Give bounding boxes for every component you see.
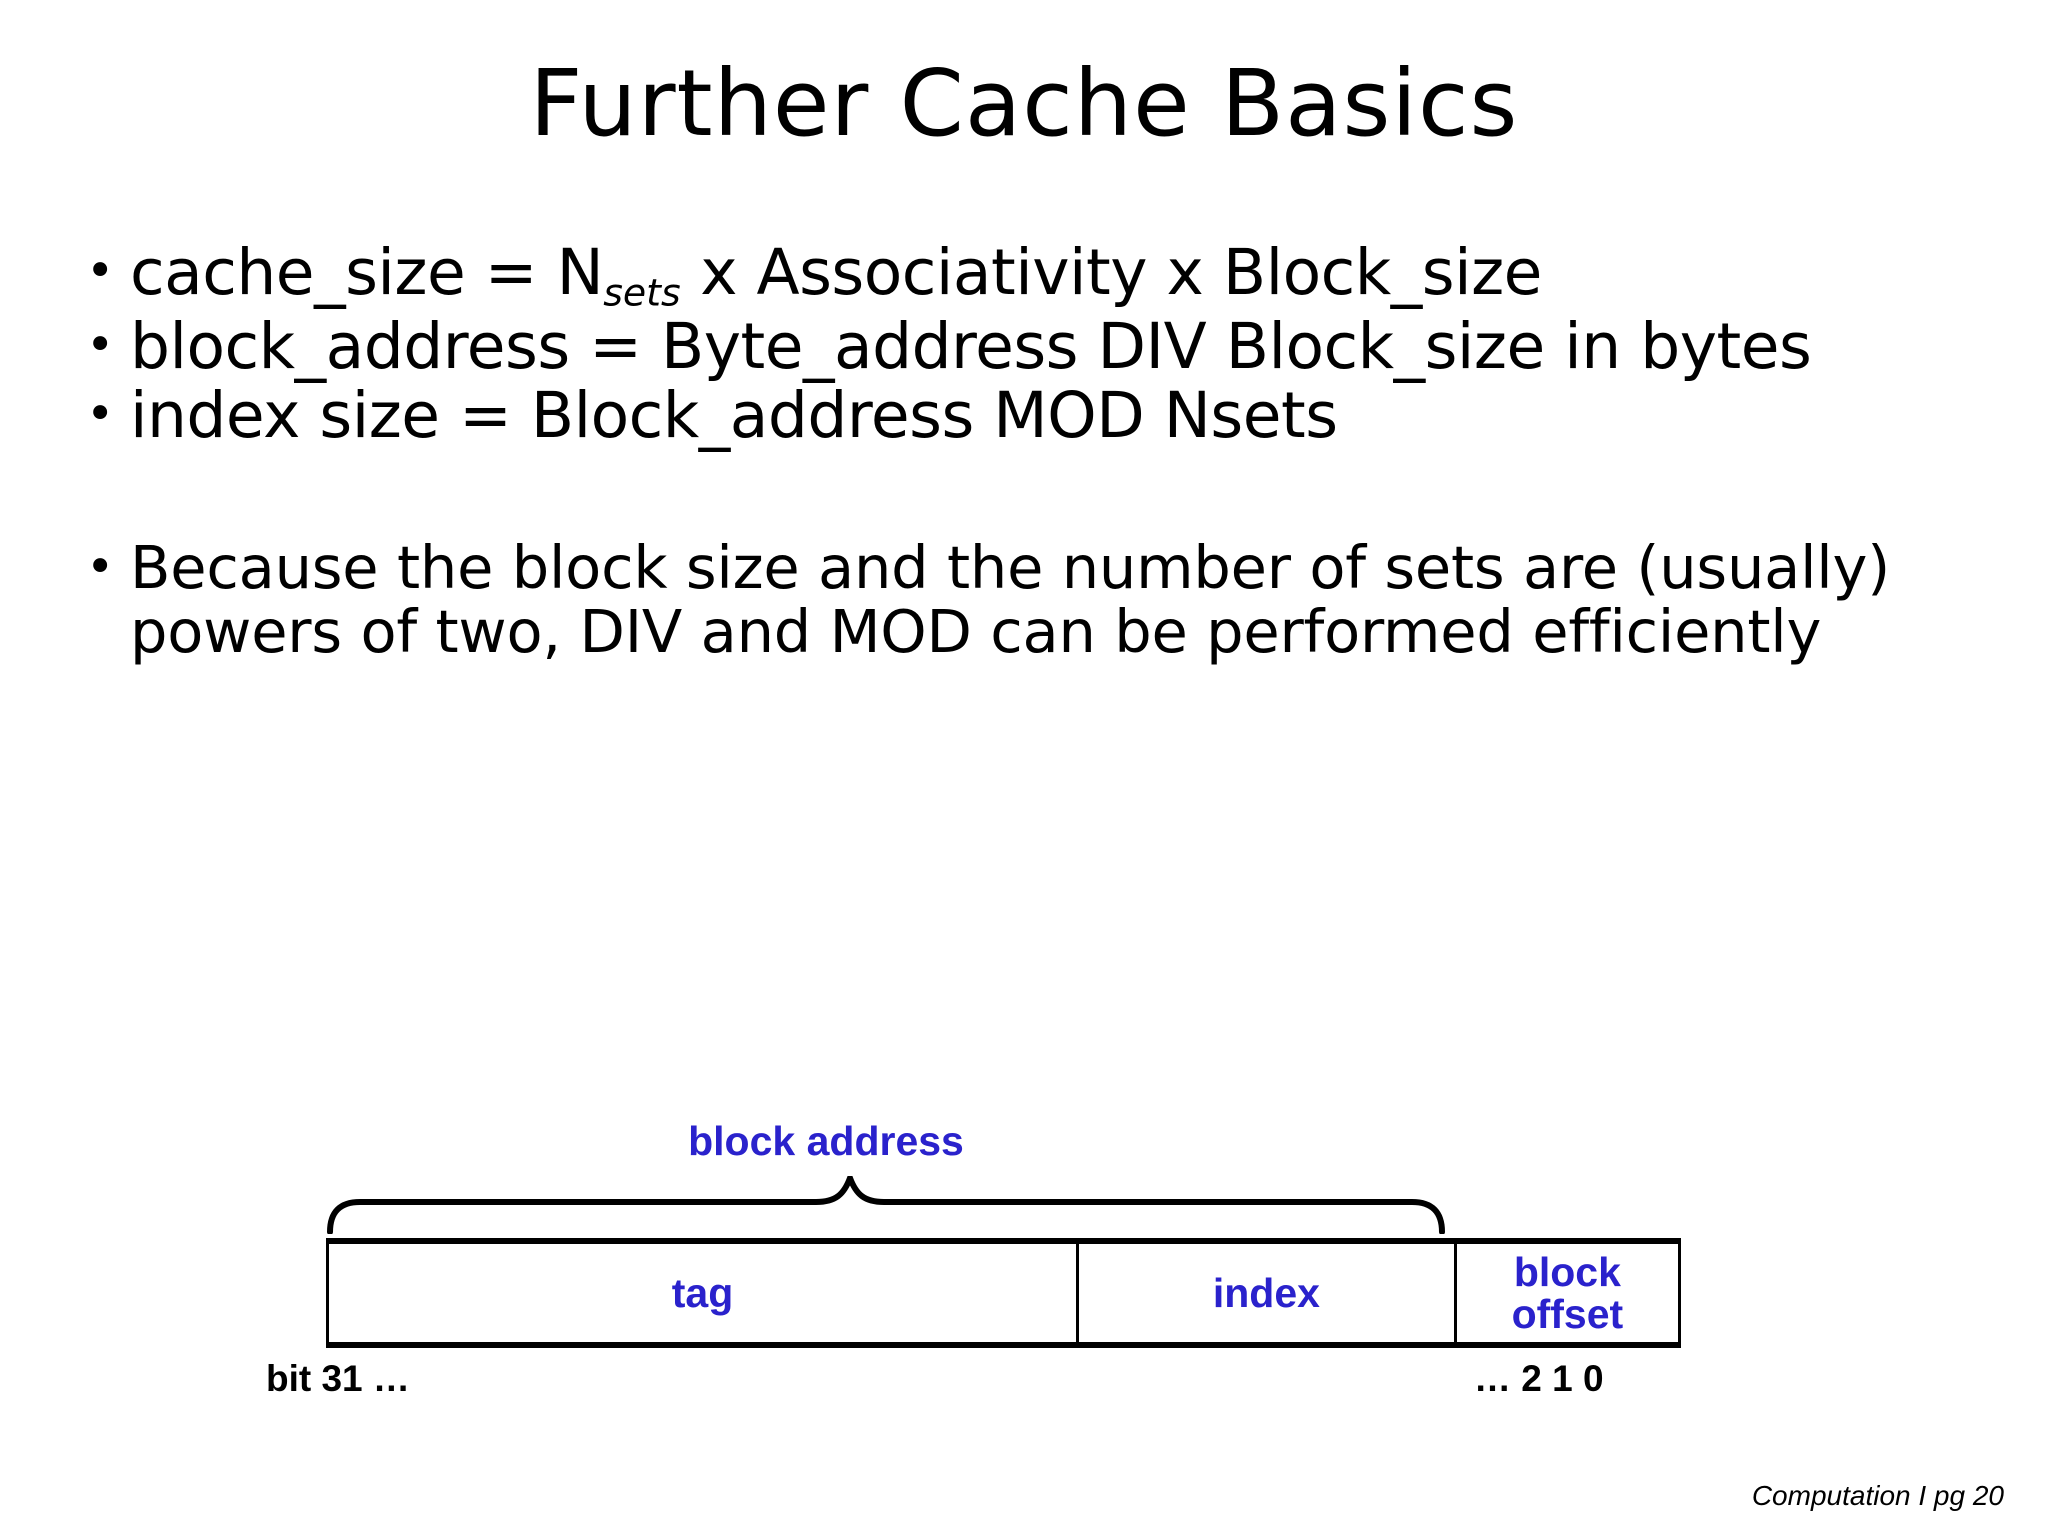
- bullet-text: block_address = Byte_address DIV Block_s…: [130, 310, 1812, 384]
- bullet-item-powers-of-two: • Because the block size and the number …: [78, 536, 2008, 663]
- bullet-item-block-address: • block_address = Byte_address DIV Block…: [78, 314, 2008, 381]
- slide-footer: Computation I pg 20: [1751, 1480, 2004, 1511]
- bullet-subscript-sets: sets: [603, 270, 681, 315]
- bullet-item-cache-size: • cache_size = Nsets x Associativity x B…: [78, 239, 2008, 315]
- field-block-offset: block offset: [1511, 1248, 1624, 1337]
- page-title: Further Cache Basics: [529, 50, 1519, 157]
- bullet-item-index-size: • index size = Block_address MOD Nsets: [78, 382, 2008, 450]
- bullet-text-part-2: x Associativity x Block_size: [680, 236, 1542, 309]
- bullet-marker: •: [86, 386, 114, 443]
- bullet-list: • cache_size = Nsets x Associativity x B…: [78, 239, 2008, 665]
- bullet-marker: •: [86, 317, 114, 374]
- bullet-text-part-1: cache_size = N: [130, 236, 604, 309]
- block-address-label: block address: [688, 1118, 964, 1164]
- bit-label-right: … 2 1 0: [1474, 1358, 1604, 1399]
- bullet-marker: •: [86, 243, 114, 299]
- bullet-text: Because the block size and the number of…: [130, 532, 1891, 666]
- bullet-marker: •: [86, 538, 115, 595]
- bit-label-left: bit 31 …: [266, 1358, 410, 1399]
- field-index: index: [1079, 1244, 1457, 1342]
- curly-brace-icon: [327, 1176, 1445, 1234]
- field-tag: tag: [329, 1244, 1080, 1342]
- bullet-text: index size = Block_address MOD Nsets: [130, 379, 1338, 453]
- address-breakdown-diagram: block address tag index block offset bit…: [266, 1118, 1686, 1448]
- address-field-box: tag index block offset: [326, 1238, 1681, 1348]
